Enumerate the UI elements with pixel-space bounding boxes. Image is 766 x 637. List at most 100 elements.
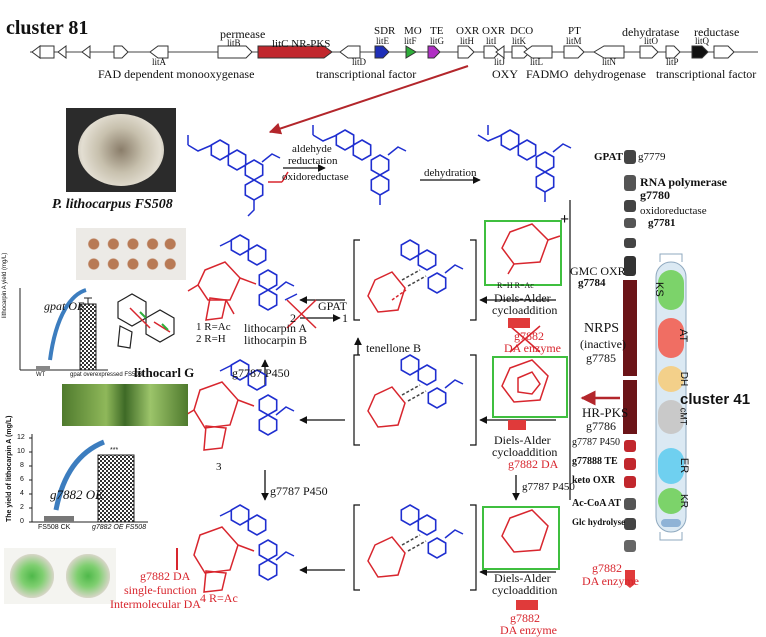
gene-litA-label: litA bbox=[152, 57, 167, 67]
domain-acp bbox=[661, 519, 681, 527]
seed-photo bbox=[76, 228, 186, 280]
gene-litM-label: litM bbox=[566, 36, 582, 46]
label-dco: DCO bbox=[510, 25, 534, 37]
da1-line1: Diels-Alder bbox=[494, 291, 551, 305]
chart2-ytick-0: 0 bbox=[20, 518, 24, 525]
structure-top-2 bbox=[312, 125, 407, 205]
label-permease: permease bbox=[220, 27, 266, 41]
structure-top-3 bbox=[477, 125, 572, 202]
c41-g7784: g7784 bbox=[578, 277, 606, 289]
da2-line2: cycloaddition bbox=[492, 445, 558, 459]
da2-enzyme1: g7882 DA bbox=[508, 457, 559, 471]
gene-litH-label: litH bbox=[460, 36, 475, 46]
gene-litL-label: litL bbox=[530, 57, 543, 67]
chart1-ylabel: lithocarpin A yield (mg/L) bbox=[2, 252, 8, 318]
da-green-box-1 bbox=[484, 220, 562, 286]
rxn-p450-b: g7787 P450 bbox=[270, 484, 328, 498]
chart2-ytick-5: 10 bbox=[17, 448, 25, 455]
rxn-p450-a: g7787 P450 bbox=[232, 366, 290, 380]
structure-compound-3 bbox=[183, 359, 295, 451]
cluster41-title: cluster 41 bbox=[680, 391, 751, 408]
da-box-2-structure bbox=[501, 359, 549, 403]
gene-litC bbox=[257, 45, 333, 59]
structure-intermediate-2 bbox=[367, 354, 464, 428]
compound-3: 3 bbox=[216, 461, 222, 473]
compound-2: 2 R=H bbox=[196, 333, 226, 345]
chart2-ytick-2: 4 bbox=[20, 490, 24, 497]
gene-litG-label: litG bbox=[430, 36, 445, 46]
gene-litM bbox=[563, 45, 585, 59]
bar-g7882-oe bbox=[97, 454, 135, 523]
gene-litB-label: litB bbox=[227, 38, 241, 48]
cluster41-track bbox=[623, 150, 637, 588]
rxn-step1-line3: oxidoreductase bbox=[282, 171, 349, 183]
structure-compound-4 bbox=[193, 504, 295, 593]
label-dehydratase: dehydratase bbox=[622, 25, 680, 39]
c41-oxidoreductase: oxidoreductase bbox=[640, 205, 707, 217]
compound-4: 4 R=Ac bbox=[200, 591, 238, 605]
chart1-x1: WT bbox=[36, 372, 46, 378]
chart1-x2: gpat overexpressed FS508 bbox=[70, 372, 143, 378]
bar-gpat-oe bbox=[79, 303, 97, 371]
chart2-significance: *** bbox=[110, 447, 119, 454]
gene-litN-label: litN bbox=[602, 57, 617, 67]
label-fadmo: FADMO bbox=[526, 67, 569, 81]
cluster81-title: cluster 81 bbox=[6, 17, 89, 39]
rxn-step1-line2: reductation bbox=[288, 155, 338, 167]
compound-lithocarpin-B: lithocarpin B bbox=[244, 333, 307, 347]
rxn-gpat-1: 1 bbox=[342, 311, 348, 325]
c41-g77888: g77888 TE bbox=[572, 456, 618, 467]
c41-g7882: g7882 bbox=[592, 561, 622, 575]
label-reductase: reductase bbox=[694, 25, 740, 39]
da2-line1: Diels-Alder bbox=[494, 433, 551, 447]
rxn-p450-c: g7787 P450 bbox=[522, 481, 575, 493]
chart2-x2: g7882 OE FS508 bbox=[92, 524, 147, 531]
gene-litJ-label: litJ bbox=[494, 57, 506, 67]
gene-litE-label: litE bbox=[376, 36, 389, 46]
label-oxr2: OXR bbox=[482, 25, 506, 37]
gene-litO-label: litO bbox=[644, 36, 659, 46]
chart2-ytick-3: 6 bbox=[20, 476, 24, 483]
gene-litK-label: litK bbox=[512, 36, 527, 46]
label-pt: PT bbox=[568, 25, 581, 37]
c41-hr-pks: HR-PKS bbox=[582, 405, 629, 420]
gpat-oe-label: gpat OE bbox=[44, 299, 85, 313]
domain-er-label: ER bbox=[678, 457, 691, 474]
domain-at-label: AT bbox=[677, 328, 690, 343]
chart2-x1: FS508 CK bbox=[38, 524, 71, 531]
da1-line2: cycloaddition bbox=[492, 303, 558, 317]
organism-name: P. lithocarpus FS508 bbox=[52, 197, 173, 212]
chart-g7882 bbox=[29, 434, 148, 523]
c41-gmc-oxr: GMC OXR bbox=[570, 264, 626, 278]
gene-litA bbox=[149, 45, 169, 59]
rxn-step1-line1: aldehyde bbox=[292, 143, 332, 155]
compound-top-R: R=H R=Ac bbox=[497, 281, 534, 290]
compound-lithocarpin-A: lithocarpin A bbox=[244, 321, 307, 335]
gene-litK bbox=[511, 45, 531, 59]
c41-nrps-inactive: (inactive) bbox=[580, 337, 626, 351]
hr-pks-gene bbox=[623, 380, 637, 434]
rxn-gpat-2: 2 bbox=[290, 311, 296, 325]
rxn-step2: dehydration bbox=[424, 167, 477, 179]
gene-litH bbox=[457, 45, 475, 59]
gene-litQ-label: litQ bbox=[695, 36, 710, 46]
da-line3: Intermolecular DA bbox=[110, 597, 201, 611]
chart2-ylabel: The yield of lithocarpin A (mg/L) bbox=[6, 415, 13, 522]
label-dehydrogenase: dehydrogenase bbox=[574, 67, 646, 81]
structure-top-1 bbox=[187, 135, 289, 217]
nrps-gene bbox=[623, 280, 637, 376]
gene-litN bbox=[593, 45, 625, 59]
label-tf1: transcriptional factor bbox=[316, 67, 417, 81]
chart2-ytick-4: 8 bbox=[20, 462, 24, 469]
compound-1: 1 R=Ac bbox=[196, 321, 231, 333]
label-oxy: OXY bbox=[492, 67, 518, 81]
gene-litF-label: litF bbox=[404, 36, 417, 46]
gene-litP-label: litP bbox=[666, 57, 679, 67]
da-box-3-structure bbox=[501, 509, 549, 553]
label-sdr: SDR bbox=[374, 25, 396, 37]
da-green-box-2 bbox=[492, 356, 568, 418]
structure-intermediate-1 bbox=[367, 239, 464, 313]
label-fad: FAD dependent monooxygenase bbox=[98, 67, 255, 81]
domain-kr-label: KR bbox=[677, 494, 689, 508]
